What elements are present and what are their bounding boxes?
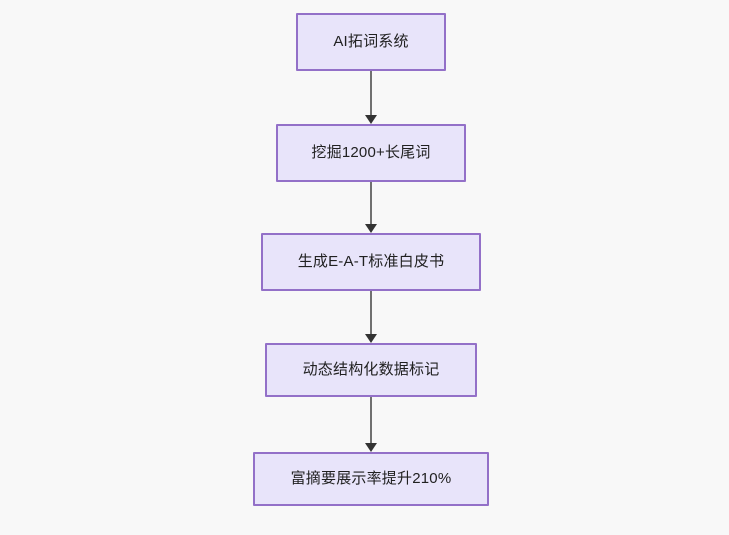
arrowhead-icon [365,334,377,343]
arrowhead-icon [365,443,377,452]
flowchart-node-label: 动态结构化数据标记 [302,361,440,378]
flowchart-connector-n2-n3 [362,182,380,233]
flowchart-node-dynamic-structured-data-markup[interactable]: 动态结构化数据标记 [265,343,477,397]
flowchart-node-mine-longtail-keywords[interactable]: 挖掘1200+长尾词 [276,124,466,182]
flowchart-node-label: 挖掘1200+长尾词 [311,144,431,161]
connector-line [370,397,372,444]
flowchart-node-rich-snippet-impression-lift[interactable]: 富摘要展示率提升210% [253,452,489,506]
connector-line [370,291,372,335]
arrowhead-icon [365,115,377,124]
flowchart-connector-n4-n5 [362,397,380,452]
flowchart-node-generate-eat-whitepaper[interactable]: 生成E-A-T标准白皮书 [261,233,481,291]
flowchart-node-label: 富摘要展示率提升210% [290,470,452,487]
connector-line [370,71,372,116]
flowchart-node-label: AI拓词系统 [333,33,409,50]
flowchart-connector-n3-n4 [362,291,380,343]
flowchart-connector-n1-n2 [362,71,380,124]
connector-line [370,182,372,225]
flowchart-node-ai-keyword-system[interactable]: AI拓词系统 [296,13,446,71]
arrowhead-icon [365,224,377,233]
flowchart-node-label: 生成E-A-T标准白皮书 [297,253,445,270]
